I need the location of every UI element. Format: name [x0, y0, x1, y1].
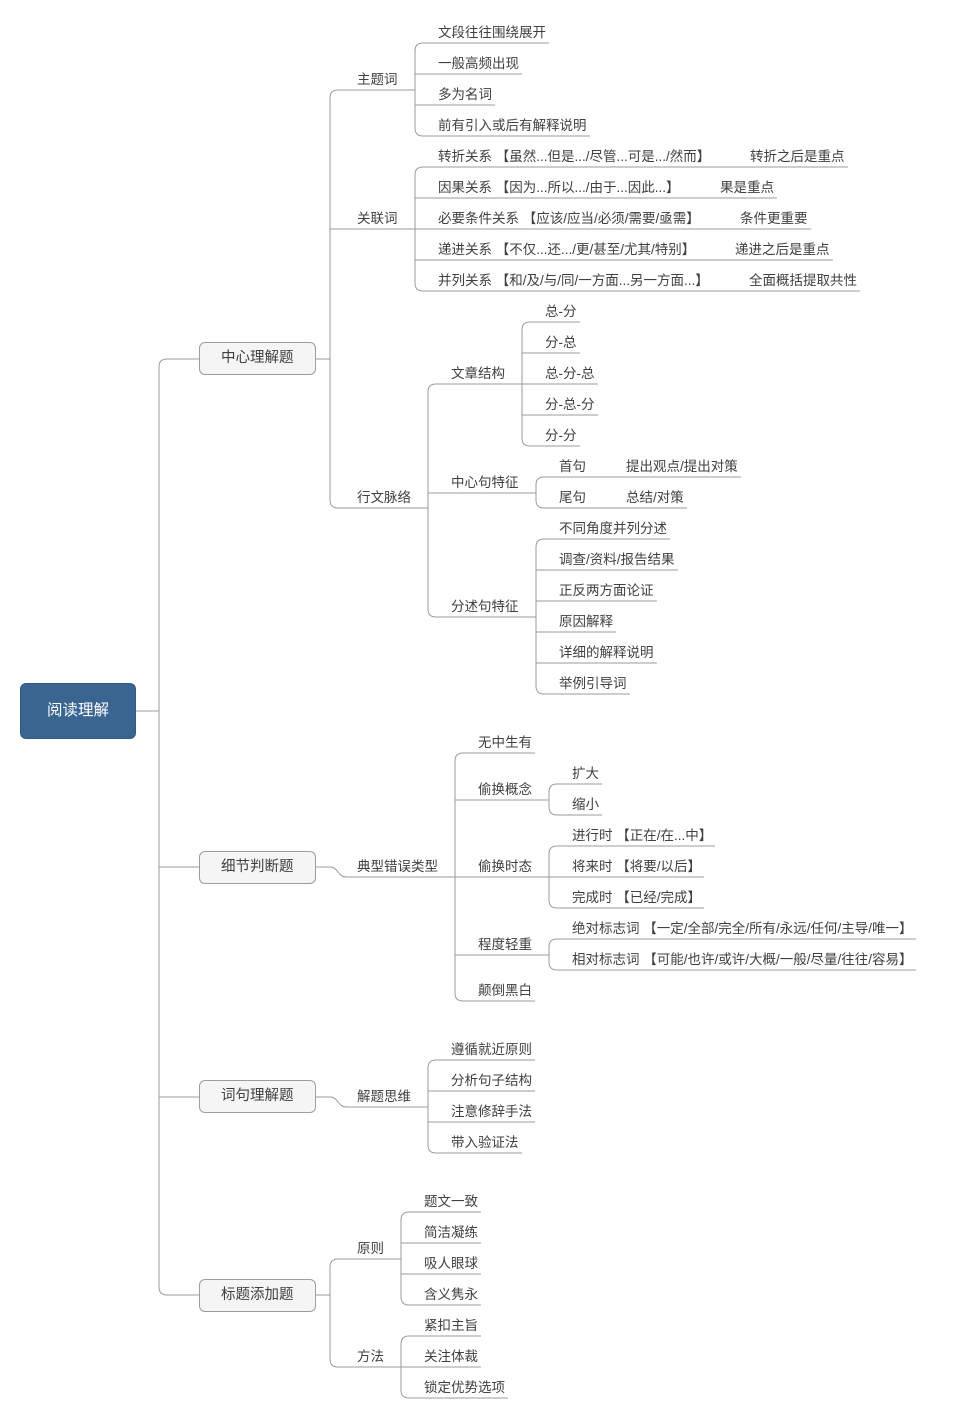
- mindmap-node-line[interactable]: 分-总: [545, 335, 577, 350]
- mindmap-node-line[interactable]: 并列关系 【和/及/与/同/一方面...另一方面...】: [438, 273, 709, 288]
- mindmap-node-line[interactable]: 带入验证法: [451, 1135, 519, 1150]
- mindmap-node-line[interactable]: 分-总-分: [545, 397, 595, 412]
- mindmap-node-box[interactable]: 词句理解题: [199, 1080, 316, 1113]
- mindmap-node-line[interactable]: 程度轻重: [478, 937, 532, 952]
- mindmap-node-line[interactable]: 多为名词: [438, 87, 492, 102]
- mindmap-node-line[interactable]: 递进关系 【不仅...还.../更/甚至/尤其/特别】: [438, 242, 696, 257]
- mindmap-node-line[interactable]: 含义隽永: [424, 1287, 478, 1302]
- mindmap-node-line[interactable]: 相对标志词 【可能/也许/或许/大概/一般/尽量/往往/容易】: [572, 952, 913, 967]
- mindmap-node-box[interactable]: 细节判断题: [199, 851, 316, 884]
- mindmap-node-line[interactable]: 文章结构: [451, 366, 505, 381]
- mindmap-node-line[interactable]: 递进之后是重点: [735, 242, 830, 257]
- mindmap-node-line[interactable]: 解题思维: [357, 1089, 411, 1104]
- mindmap-node-line[interactable]: 分-分: [545, 428, 577, 443]
- mindmap-node-line[interactable]: 主题词: [357, 72, 398, 87]
- mindmap-node-line[interactable]: 偷换时态: [478, 859, 532, 874]
- mindmap-node-line[interactable]: 缩小: [572, 797, 599, 812]
- mindmap-node-line[interactable]: 总-分: [545, 304, 577, 319]
- mindmap-node-line[interactable]: 典型错误类型: [357, 859, 438, 874]
- mindmap-node-line[interactable]: 绝对标志词 【一定/全部/完全/所有/永远/任何/主导/唯一】: [572, 921, 913, 936]
- mindmap-node-line[interactable]: 原因解释: [559, 614, 613, 629]
- mindmap-node-line[interactable]: 条件更重要: [740, 211, 808, 226]
- mindmap-node-line[interactable]: 分析句子结构: [451, 1073, 532, 1088]
- mindmap-node-line[interactable]: 举例引导词: [559, 676, 627, 691]
- mindmap-node-line[interactable]: 扩大: [572, 766, 599, 781]
- mindmap-node-line[interactable]: 紧扣主旨: [424, 1318, 478, 1333]
- mindmap-node-line[interactable]: 锁定优势选项: [424, 1380, 505, 1395]
- mindmap-node-line[interactable]: 进行时 【正在/在...中】: [572, 828, 713, 843]
- mindmap-node-line[interactable]: 完成时 【已经/完成】: [572, 890, 702, 905]
- mindmap-node-line[interactable]: 尾句: [559, 490, 586, 505]
- mindmap-node-line[interactable]: 不同角度并列分述: [559, 521, 667, 536]
- mindmap-node-line[interactable]: 颠倒黑白: [478, 983, 532, 998]
- mindmap-node-line[interactable]: 偷换概念: [478, 782, 532, 797]
- mindmap-node-line[interactable]: 调查/资料/报告结果: [559, 552, 675, 567]
- mindmap-node-line[interactable]: 注意修辞手法: [451, 1104, 532, 1119]
- mindmap-node-line[interactable]: 果是重点: [720, 180, 774, 195]
- mindmap-node-line[interactable]: 方法: [357, 1349, 384, 1364]
- mindmap-node-line[interactable]: 将来时 【将要/以后】: [572, 859, 702, 874]
- mindmap-node-line[interactable]: 关联词: [357, 211, 398, 226]
- mindmap-node-line[interactable]: 正反两方面论证: [559, 583, 654, 598]
- mindmap-node-line[interactable]: 前有引入或后有解释说明: [438, 118, 587, 133]
- mindmap-node-line[interactable]: 吸人眼球: [424, 1256, 478, 1271]
- mindmap-node-line[interactable]: 首句: [559, 459, 586, 474]
- mindmap-node-line[interactable]: 文段往往围绕展开: [438, 25, 546, 40]
- mindmap-node-line[interactable]: 无中生有: [478, 735, 532, 750]
- mindmap-node-line[interactable]: 因果关系 【因为...所以.../由于...因此...】: [438, 180, 680, 195]
- mindmap-node-line[interactable]: 总结/对策: [626, 490, 684, 505]
- mindmap-node-line[interactable]: 行文脉络: [357, 490, 411, 505]
- mindmap-node-line[interactable]: 遵循就近原则: [451, 1042, 532, 1057]
- mindmap-node-line[interactable]: 原则: [357, 1241, 384, 1256]
- mindmap-node-line[interactable]: 全面概括提取共性: [749, 273, 857, 288]
- mindmap-node-line[interactable]: 必要条件关系 【应该/应当/必须/需要/亟需】: [438, 211, 700, 226]
- mindmap-node-box[interactable]: 标题添加题: [199, 1279, 316, 1312]
- mindmap-node-line[interactable]: 转折关系 【虽然...但是.../尽管...可是.../然而】: [438, 149, 711, 164]
- connector-line: [136, 42, 916, 1399]
- mindmap-node-line[interactable]: 关注体裁: [424, 1349, 478, 1364]
- mindmap-node-line[interactable]: 分述句特征: [451, 599, 519, 614]
- mindmap-node-line[interactable]: 提出观点/提出对策: [626, 459, 738, 474]
- mindmap-node-line[interactable]: 详细的解释说明: [559, 645, 654, 660]
- mindmap-node-line[interactable]: 题文一致: [424, 1194, 478, 1209]
- mindmap-node-line[interactable]: 转折之后是重点: [750, 149, 845, 164]
- mindmap-node-line[interactable]: 总-分-总: [545, 366, 595, 381]
- mindmap-node-line[interactable]: 中心句特征: [451, 475, 519, 490]
- mindmap-node-root[interactable]: 阅读理解: [20, 683, 137, 739]
- mindmap-node-box[interactable]: 中心理解题: [199, 342, 316, 375]
- mindmap-node-line[interactable]: 一般高频出现: [438, 56, 519, 71]
- mindmap-node-line[interactable]: 简洁凝练: [424, 1225, 478, 1240]
